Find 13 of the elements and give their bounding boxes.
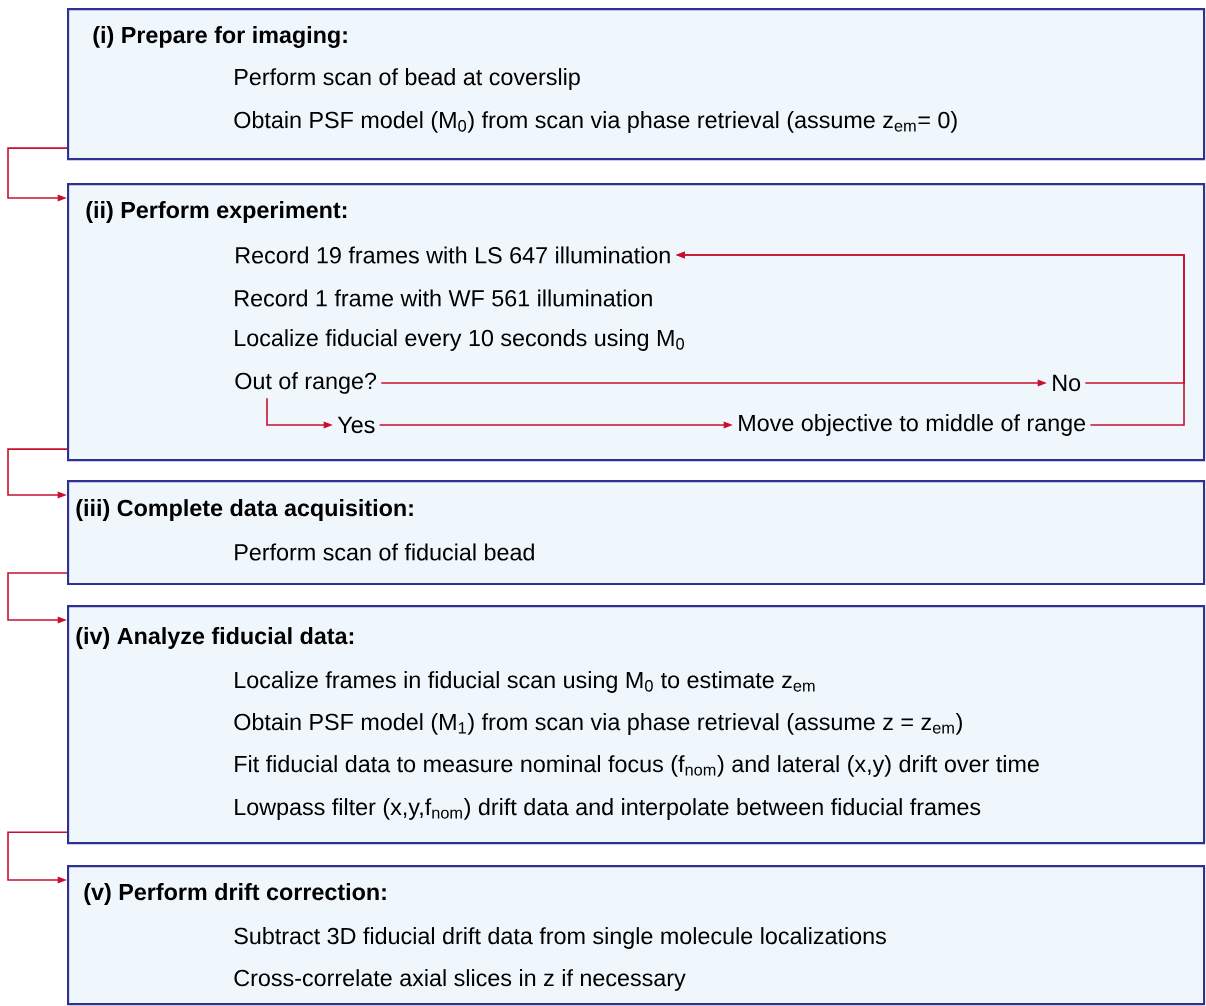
step-text: Move objective to middle of range <box>739 414 1086 436</box>
step-text: Yes <box>337 416 375 434</box>
step-text: Record 19 frames with LS 647 illumination <box>236 246 670 264</box>
arrow <box>7 831 68 884</box>
stage-box: (v) Perform drift correction: Subtract 3D fiducial drift data from single molecule localizations Cross-correlate axial slices in z if necessary <box>67 865 1206 1006</box>
step-text: Out of range? <box>235 372 377 394</box>
arrow <box>7 448 68 499</box>
stage-box: (iii) Complete data acquisition: Perform scan of fiducial bead <box>67 480 1206 586</box>
stage-box: (iv) Analyze fiducial data: Localize frames in fiducial scan using M$_{0}$ to estimate z$_{em}$ Obtain PSF model (M$_{1}$) from scan via phase retrieval (assume z = z$_{em}$) Fit fiducial data to measure nominal focus (f$_{nom}$) and lateral (x,y) drift over time Lowpass filter (x,y,f$_{nom}$) drift data and interpolate between fiducial frames <box>67 605 1206 845</box>
arrow <box>7 572 68 624</box>
arrow <box>7 147 68 202</box>
step-text: No <box>1053 374 1081 392</box>
stage-box: (i) Prepare for imaging: Perform scan of bead at coverslip Obtain PSF model (M$_{0}$) from scan via phase retrieval (assume z$_{em}$= 0) <box>67 8 1206 161</box>
